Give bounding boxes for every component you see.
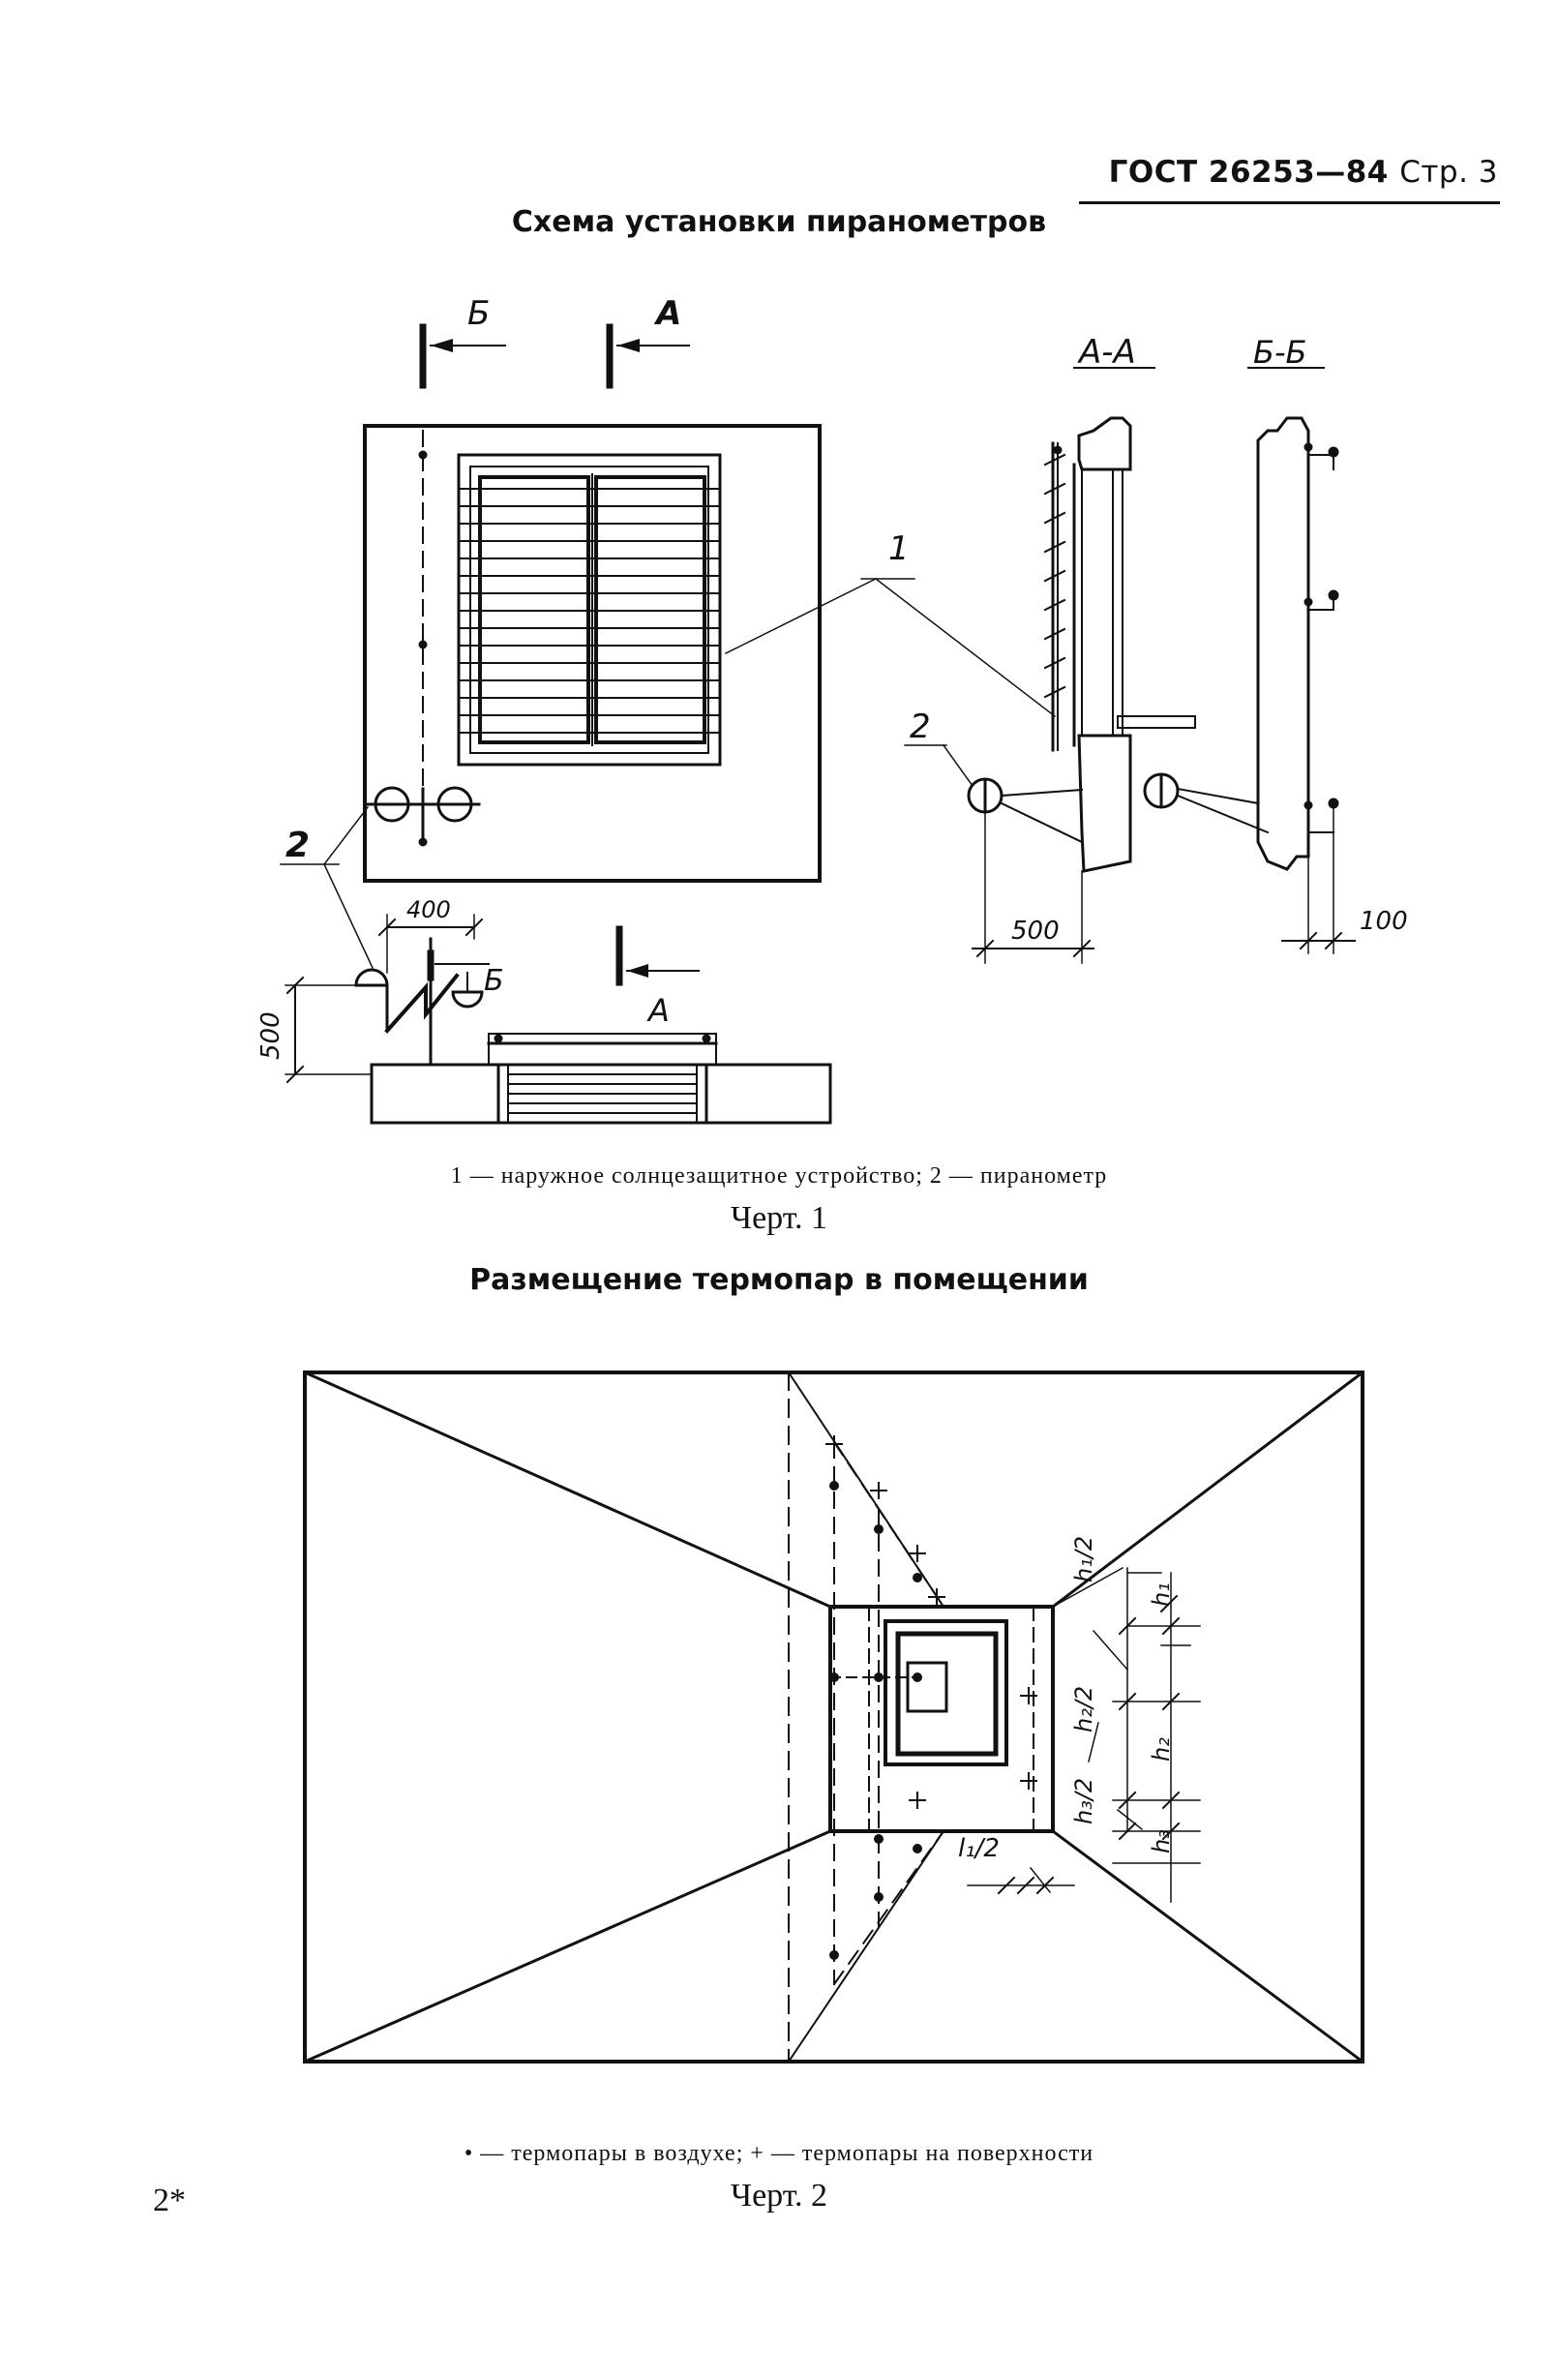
- mark-a-plan: А: [646, 992, 670, 1029]
- dim-500-aa: 500: [1011, 917, 1060, 946]
- dim-h3: h₃: [1148, 1829, 1175, 1853]
- section-aa-title: А-А: [1077, 333, 1136, 372]
- mark-b-front: Б: [467, 294, 490, 333]
- plan-view: [285, 914, 832, 1125]
- dim-100: 100: [1360, 907, 1408, 936]
- dim-h3-half: h₃/2: [1070, 1778, 1097, 1824]
- figure1-caption: 1 — наружное солнцезащитное устройство; …: [450, 1163, 1108, 1189]
- front-view: [363, 323, 822, 883]
- callout-1: 1: [888, 529, 910, 568]
- room-perspective: [303, 1370, 1365, 2064]
- dim-400: 400: [406, 896, 451, 923]
- callout-2-front: 2: [285, 826, 310, 865]
- dim-h1-half: h₁/2: [1070, 1536, 1097, 1582]
- dim-h2-half: h₂/2: [1070, 1686, 1097, 1732]
- section-aa: [967, 367, 1196, 964]
- mark-b-plan: Б: [484, 964, 504, 998]
- dim-h1: h₁: [1148, 1582, 1175, 1607]
- figure2-label: Черт. 2: [730, 2178, 828, 2214]
- louver-slats: [458, 488, 721, 734]
- section-bb: [1143, 367, 1356, 954]
- page-number: Стр. 3: [1399, 155, 1498, 190]
- standard-number: ГОСТ 26253—84: [1108, 155, 1389, 190]
- section-bb-title: Б-Б: [1253, 334, 1306, 371]
- dim-500-plan: 500: [256, 1011, 285, 1060]
- figure2-caption: • — термопары в воздухе; + — термопары н…: [464, 2141, 1094, 2166]
- air-thermocouples: [829, 1481, 922, 1960]
- dim-l1-half: l₁/2: [958, 1834, 1000, 1863]
- callout-leaders: [280, 577, 1057, 969]
- callout-2-aa: 2: [910, 708, 931, 746]
- page-note: 2*: [153, 2183, 186, 2218]
- figure1-title: Схема установки пиранометров: [511, 205, 1047, 239]
- figure1-label: Черт. 1: [730, 1200, 828, 1236]
- figure2-title: Размещение термопар в помещении: [469, 1263, 1089, 1297]
- mark-a-front: А: [653, 294, 681, 333]
- header-rule: [1079, 201, 1500, 204]
- dim-h2: h₂: [1148, 1737, 1175, 1762]
- page-header: ГОСТ 26253—84 Стр. 3: [1109, 155, 1498, 190]
- surface-thermocouples: [825, 1435, 1037, 1809]
